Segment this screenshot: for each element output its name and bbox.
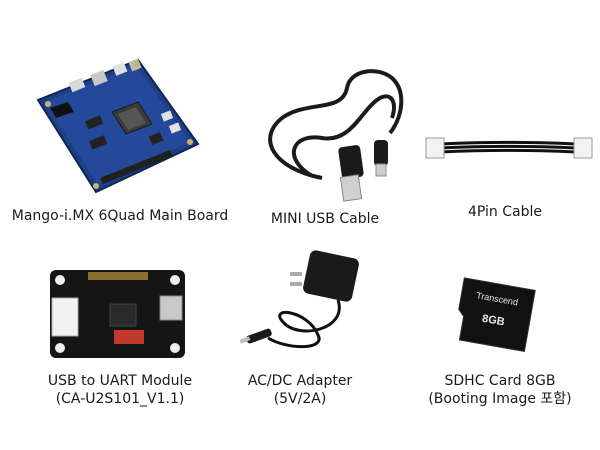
sdhc-card-image: Transcend 8GB [448, 276, 544, 358]
4pin-cable-caption: 4Pin Cable [468, 204, 542, 220]
usb-uart-module-image [50, 268, 185, 363]
main-board-image [30, 52, 205, 197]
sd-card-capacity-text: 8GB [481, 313, 505, 329]
acdc-adapter-image [238, 250, 378, 360]
usb-uart-module-caption: USB to UART Module (CA-U2S101_V1.1) [47, 373, 193, 407]
sdhc-card-caption: SDHC Card 8GB (Booting Image 포함) [428, 373, 572, 407]
4pin-cable-image [424, 130, 594, 164]
mini-usb-cable-caption: MINI USB Cable [270, 211, 380, 227]
main-board-caption: Mango-i.MX 6Quad Main Board [11, 208, 229, 224]
acdc-adapter-caption: AC/DC Adapter (5V/2A) [247, 373, 353, 407]
mini-usb-cable-image [252, 58, 412, 208]
